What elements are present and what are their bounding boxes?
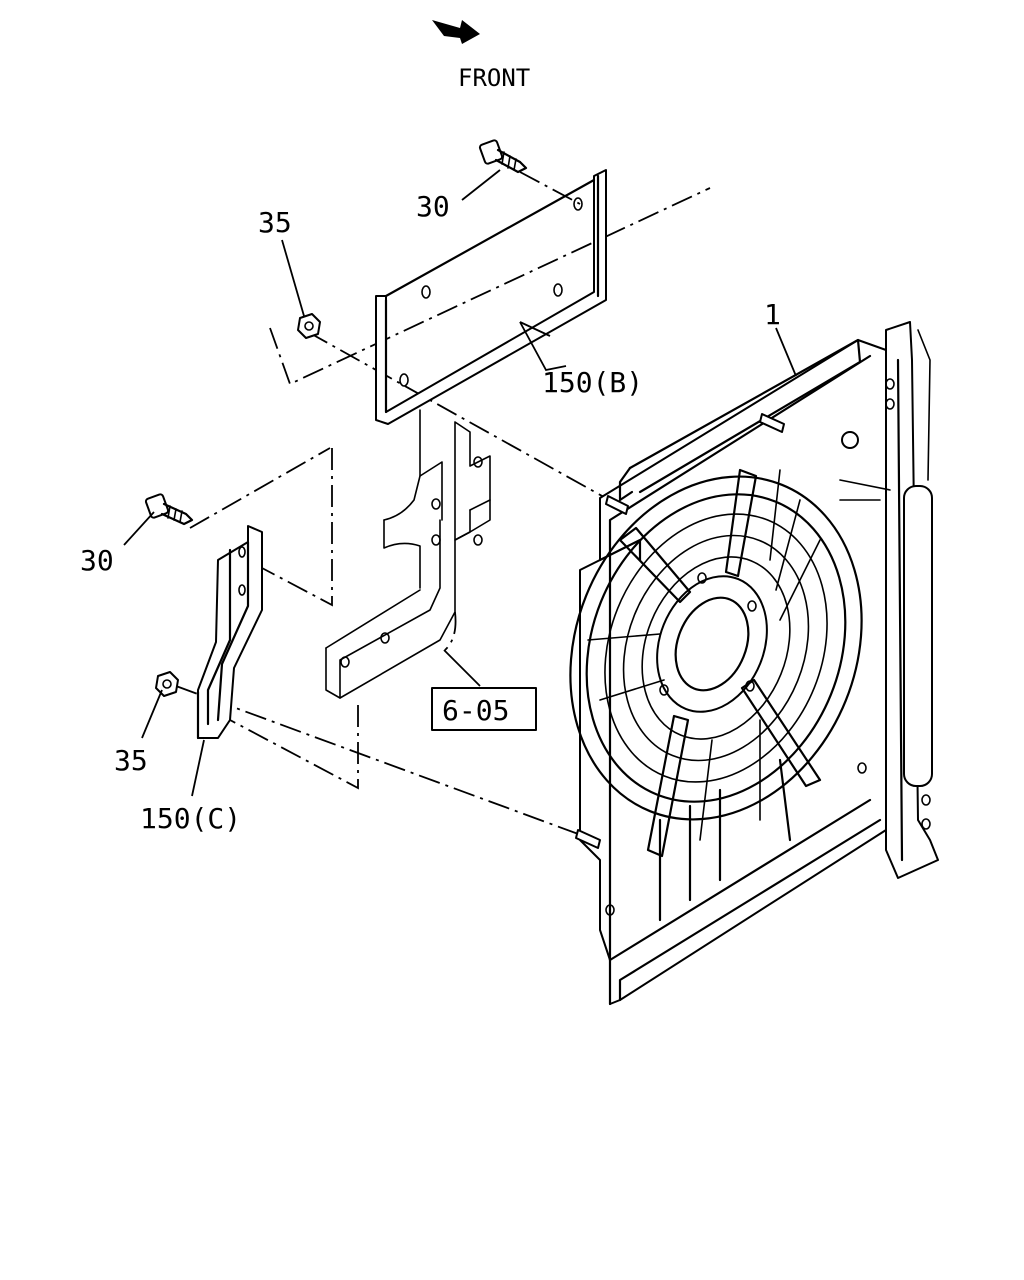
nut-lower-icon — [155, 671, 179, 697]
callout-bolt-lower: 30 — [80, 544, 114, 577]
callout-bracket-b: 150(B) — [542, 366, 643, 399]
callout-fan-assembly: 1 — [764, 298, 781, 331]
callout-nut-lower: 35 — [114, 744, 148, 777]
bracket-150-c — [196, 525, 263, 740]
body-mounting-outline — [229, 409, 491, 790]
reference-box: 6-05 — [431, 687, 537, 731]
callout-bolt-upper: 30 — [416, 190, 450, 223]
reference-label: 6-05 — [442, 694, 509, 727]
front-label: FRONT — [458, 64, 530, 92]
bracket-150-b — [375, 169, 607, 425]
callout-bracket-c: 150(C) — [140, 802, 241, 835]
front-arrow-icon — [432, 20, 480, 44]
bolt-lower-icon — [144, 493, 194, 526]
bolt-upper-icon — [478, 139, 528, 174]
nut-upper-icon — [297, 313, 321, 339]
callout-nut-upper: 35 — [258, 206, 292, 239]
fan-shroud-assembly — [569, 321, 939, 1006]
assembly-center-lines — [175, 171, 711, 843]
leader-lines — [123, 169, 797, 797]
